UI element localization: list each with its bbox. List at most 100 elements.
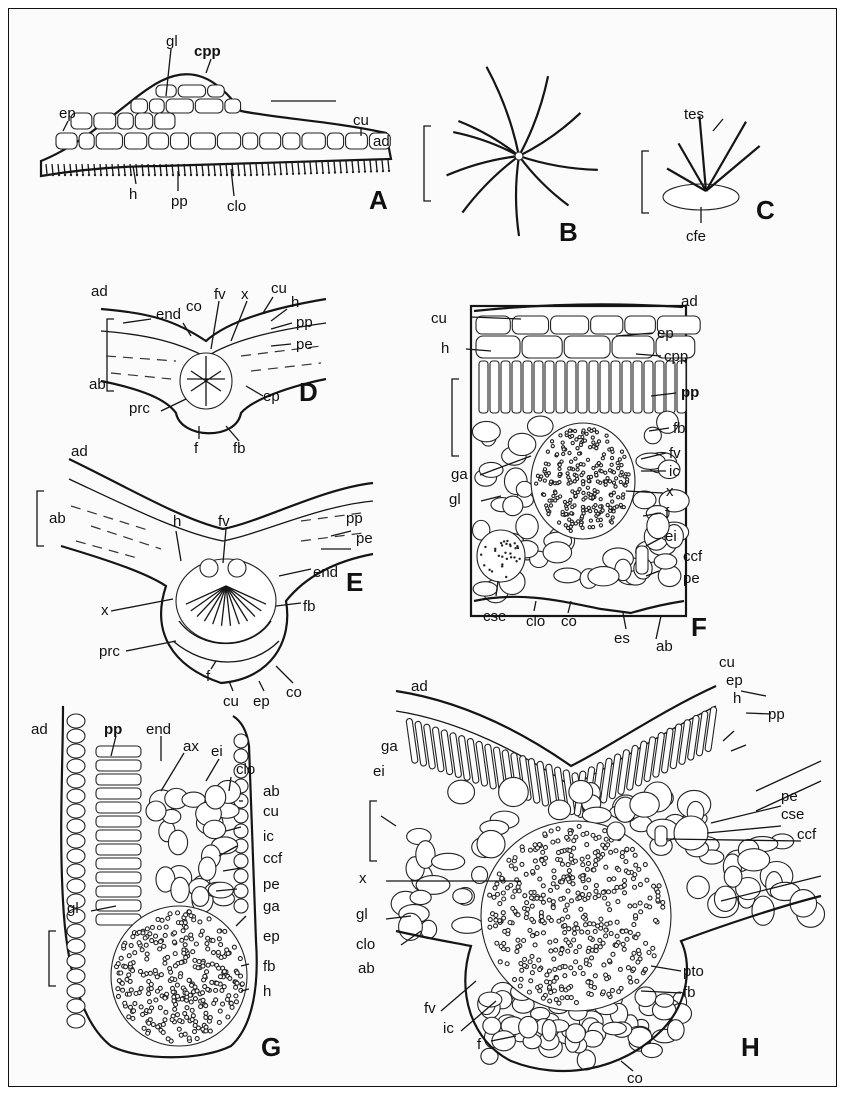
panel-h-scale-bar xyxy=(370,801,377,861)
palisade-cell xyxy=(556,361,565,413)
vascular-cell xyxy=(582,483,585,486)
vascular-cell xyxy=(612,491,615,494)
label-h-h: h xyxy=(733,690,741,707)
cell xyxy=(225,99,241,113)
vascular-cell xyxy=(563,974,567,978)
hair-tip xyxy=(376,170,378,172)
vascular-cell xyxy=(596,853,600,857)
cell xyxy=(96,133,122,149)
hair xyxy=(376,160,377,170)
vascular-cell xyxy=(651,946,655,950)
vascular-cell xyxy=(547,898,551,902)
vascular-cell xyxy=(644,941,648,945)
vascular-cell xyxy=(609,850,613,854)
vascular-cell xyxy=(564,524,567,527)
vascular-cell xyxy=(149,982,153,986)
vascular-cell xyxy=(561,441,564,444)
vascular-cell xyxy=(156,1025,160,1029)
panel-f: cu ad ep h cpp pp fb fv ga ic gl x f ei … xyxy=(431,293,707,655)
vascular-cell xyxy=(203,974,207,978)
secretion-granule xyxy=(498,555,500,557)
label-a-ep: ep xyxy=(59,105,76,122)
vascular-cell xyxy=(158,947,162,951)
hair xyxy=(220,164,221,174)
vascular-cell xyxy=(148,1009,152,1013)
panel-f-secretory-cell xyxy=(477,530,525,582)
vascular-cell xyxy=(116,987,120,991)
vascular-cell xyxy=(516,913,520,917)
cell xyxy=(283,133,300,149)
vascular-cell xyxy=(574,494,577,497)
vascular-cell xyxy=(166,955,170,959)
vascular-cell xyxy=(216,950,220,954)
vascular-cell xyxy=(500,876,504,880)
secretion-granule xyxy=(480,554,482,556)
epidermal-cell xyxy=(67,789,85,803)
vascular-cell xyxy=(119,956,123,960)
vascular-cell xyxy=(606,477,609,480)
epidermal-cell xyxy=(67,759,85,773)
vascular-cell xyxy=(568,831,572,835)
vascular-cell xyxy=(193,985,197,989)
vascular-cell xyxy=(626,871,630,875)
cell xyxy=(178,85,205,97)
vascular-cell xyxy=(585,843,589,847)
vascular-cell xyxy=(144,943,148,947)
vascular-cell xyxy=(138,969,142,973)
vascular-cell xyxy=(184,955,188,959)
label-g-ccf: ccf xyxy=(263,850,283,867)
label-h-ga: ga xyxy=(381,738,398,755)
label-e-fv: fv xyxy=(218,513,230,530)
hair xyxy=(292,163,293,173)
secretion-granule xyxy=(510,556,512,558)
epidermal-cell xyxy=(591,316,623,334)
palisade-cell xyxy=(96,760,141,771)
vascular-cell xyxy=(554,939,558,943)
vascular-cell xyxy=(591,833,595,837)
vascular-cell xyxy=(608,480,611,483)
vascular-cell xyxy=(574,922,578,926)
vascular-cell xyxy=(505,962,509,966)
vascular-cell xyxy=(636,960,640,964)
vascular-cell xyxy=(586,486,589,489)
vascular-cell xyxy=(145,957,149,961)
label-h-ic: ic xyxy=(443,1020,454,1037)
label-e-x: x xyxy=(101,602,109,619)
vascular-cell xyxy=(549,949,553,953)
vascular-cell xyxy=(184,925,188,929)
hair-tip xyxy=(118,174,120,176)
parenchyma-cell xyxy=(452,917,483,933)
label-h-f: f xyxy=(477,1036,482,1053)
parenchyma-cell xyxy=(554,568,582,583)
vascular-cell xyxy=(618,967,622,971)
vascular-cell xyxy=(601,941,605,945)
vascular-cell xyxy=(519,977,523,981)
trichome-arm xyxy=(462,156,519,213)
vascular-cell xyxy=(499,944,503,948)
hair-tip xyxy=(88,174,90,176)
secretion-granule xyxy=(517,547,519,549)
palisade-cell xyxy=(644,361,653,413)
vascular-cell xyxy=(615,920,619,924)
vascular-cell xyxy=(578,966,582,970)
vascular-cell xyxy=(538,877,542,881)
epidermal-cell xyxy=(234,869,248,883)
vascular-cell xyxy=(208,1029,212,1033)
vascular-cell xyxy=(191,950,195,954)
vascular-cell xyxy=(116,994,120,998)
palisade-cell xyxy=(666,361,675,413)
label-e-fb: fb xyxy=(303,598,316,615)
label-d-cu: cu xyxy=(271,280,287,297)
vascular-cell xyxy=(548,985,552,989)
parenchyma-cell xyxy=(516,481,533,497)
vascular-cell xyxy=(563,908,567,912)
panel-a-cells xyxy=(56,85,390,149)
hair-tip xyxy=(58,174,60,176)
label-f-ccf: ccf xyxy=(683,548,703,565)
vascular-cell xyxy=(119,971,123,975)
panel-e-scale-bar xyxy=(37,491,44,546)
vascular-cell xyxy=(535,865,539,869)
vascular-cell xyxy=(139,1005,143,1009)
hair-tip xyxy=(262,173,264,175)
label-a-clo: clo xyxy=(227,198,246,215)
